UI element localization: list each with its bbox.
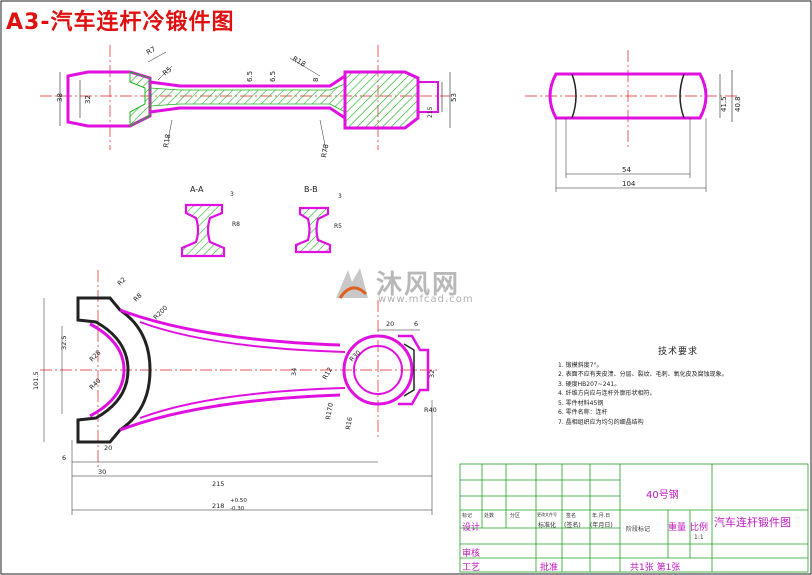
- tb-stage-mark: 阶段标记: [626, 526, 651, 533]
- watermark-url: www.mfcad.com: [378, 294, 474, 305]
- tb-scale-value: 1:1: [694, 534, 704, 541]
- tb-design: 设计: [462, 523, 481, 533]
- tech-req-item: 2. 表面不应有夹皮溃、分层、裂纹、毛刺、氧化皮及腐蚀现象。: [558, 371, 728, 378]
- dim-6-5b: 6.5: [269, 71, 277, 82]
- dim-6b: 6: [414, 320, 418, 328]
- dim-r200: R200: [152, 304, 170, 322]
- dim-32b: 32: [428, 370, 436, 378]
- tb-sign: (签名): [564, 522, 581, 529]
- tb-material: 40号钢: [646, 490, 679, 501]
- dim-41-5: 41.5: [720, 96, 728, 112]
- dim-218: 218: [212, 502, 224, 510]
- tech-req-item: 3. 硬度HB207~241。: [558, 380, 621, 388]
- dim-r40b: R40: [424, 406, 437, 414]
- dim-r8b: R8: [132, 292, 144, 304]
- dim-r8: R8: [232, 221, 240, 228]
- title-block: [459, 463, 809, 573]
- tech-req-item: 4. 纤维方向应与连杆外廓形状相符。: [558, 390, 656, 397]
- dim-r2: R2: [116, 276, 128, 288]
- dim-r40: R40: [88, 377, 103, 392]
- dim-20: 20: [104, 444, 112, 452]
- tb-row-label: 处数: [484, 513, 495, 519]
- dim-tol-up: +0.50: [230, 498, 247, 504]
- dim-r5: R5: [161, 65, 173, 77]
- dim-r7: R7: [145, 45, 157, 57]
- dim-r78: R78: [320, 143, 330, 158]
- section-b: B-B 3 R5: [294, 185, 342, 254]
- tb-row-label: 分区: [510, 513, 521, 519]
- tb-scale-label: 比例: [690, 523, 709, 533]
- drawing-title: A3-汽车连杆冷锻件图: [6, 10, 235, 35]
- tech-req-heading: 技术要求: [657, 347, 698, 357]
- dim-r18b: R18: [162, 133, 172, 148]
- dim-215b: 215: [212, 480, 224, 488]
- tb-check: 审核: [462, 549, 481, 559]
- dim-20b: 20: [386, 320, 394, 328]
- tb-sheets: 共1张 第1张: [630, 563, 681, 573]
- tech-req-item: 1. 锻模斜度7°。: [558, 361, 603, 369]
- section-a-label: A-A: [190, 185, 204, 194]
- dim-34: 34: [290, 368, 298, 376]
- dim-54: 54: [622, 166, 631, 174]
- dim-30: 30: [98, 468, 106, 476]
- tech-req-item: 5. 零件材料45钢: [558, 399, 604, 407]
- dim-104: 104: [622, 180, 636, 188]
- watermark-brand: 沐风网: [376, 270, 461, 300]
- dim-r28: R28: [88, 349, 103, 364]
- dim-3a: 3: [230, 191, 234, 198]
- dim-6: 6: [62, 454, 66, 462]
- dim-215: 215: [427, 106, 434, 118]
- tb-standardize: 标准化: [538, 522, 557, 529]
- dim-tol-dn: -0.30: [230, 506, 245, 512]
- tb-row-label: 标记: [462, 513, 473, 519]
- dim-40-8: 40.8: [734, 96, 742, 112]
- dim-r5b: R5: [334, 223, 342, 230]
- tb-row-label: 更改文件号: [537, 512, 557, 517]
- tb-part-name: 汽车连杆锻件图: [714, 516, 791, 529]
- tech-req-item: 7. 晶相组织应为均匀的细晶结构: [558, 418, 644, 426]
- tb-row-label: 签名: [566, 513, 577, 519]
- section-b-label: B-B: [304, 185, 318, 194]
- section-a: A-A 3 R8: [180, 185, 240, 258]
- dim-8: 8: [312, 78, 320, 82]
- technical-requirements: 技术要求 1. 锻模斜度7°。 2. 表面不应有夹皮溃、分层、裂纹、毛刺、氧化皮…: [558, 347, 798, 427]
- watermark: 沐风网 www.mfcad.com: [330, 262, 500, 308]
- dim-32-5: 32.5: [60, 336, 68, 350]
- right-end-view: 54 104 41.5 40.8: [525, 50, 742, 192]
- watermark-logo-icon: [336, 268, 368, 299]
- dim-r16: R16: [344, 416, 354, 430]
- dim-6-5: 6.5: [246, 71, 254, 82]
- tech-req-item: 6. 零件名称：连杆: [558, 409, 608, 416]
- tb-approve: 批准: [540, 563, 559, 573]
- dim-3b: 3: [338, 193, 342, 200]
- tb-date: (年月日): [590, 522, 613, 529]
- dim-38: 38: [56, 93, 64, 102]
- dim-53: 53: [450, 93, 458, 102]
- dim-101-5: 101.5: [32, 371, 40, 390]
- dim-32: 32: [84, 95, 92, 104]
- tb-row-label: 年.月.日: [592, 513, 611, 519]
- top-section-view: R7 R5 6.5 6.5 8 R18 38 32 R18 R78 53 215: [40, 45, 458, 158]
- dim-r170: R170: [324, 402, 335, 420]
- tb-weight-label: 重量: [668, 523, 687, 533]
- dim-r12: R12: [321, 366, 334, 381]
- tb-process: 工艺: [462, 563, 481, 573]
